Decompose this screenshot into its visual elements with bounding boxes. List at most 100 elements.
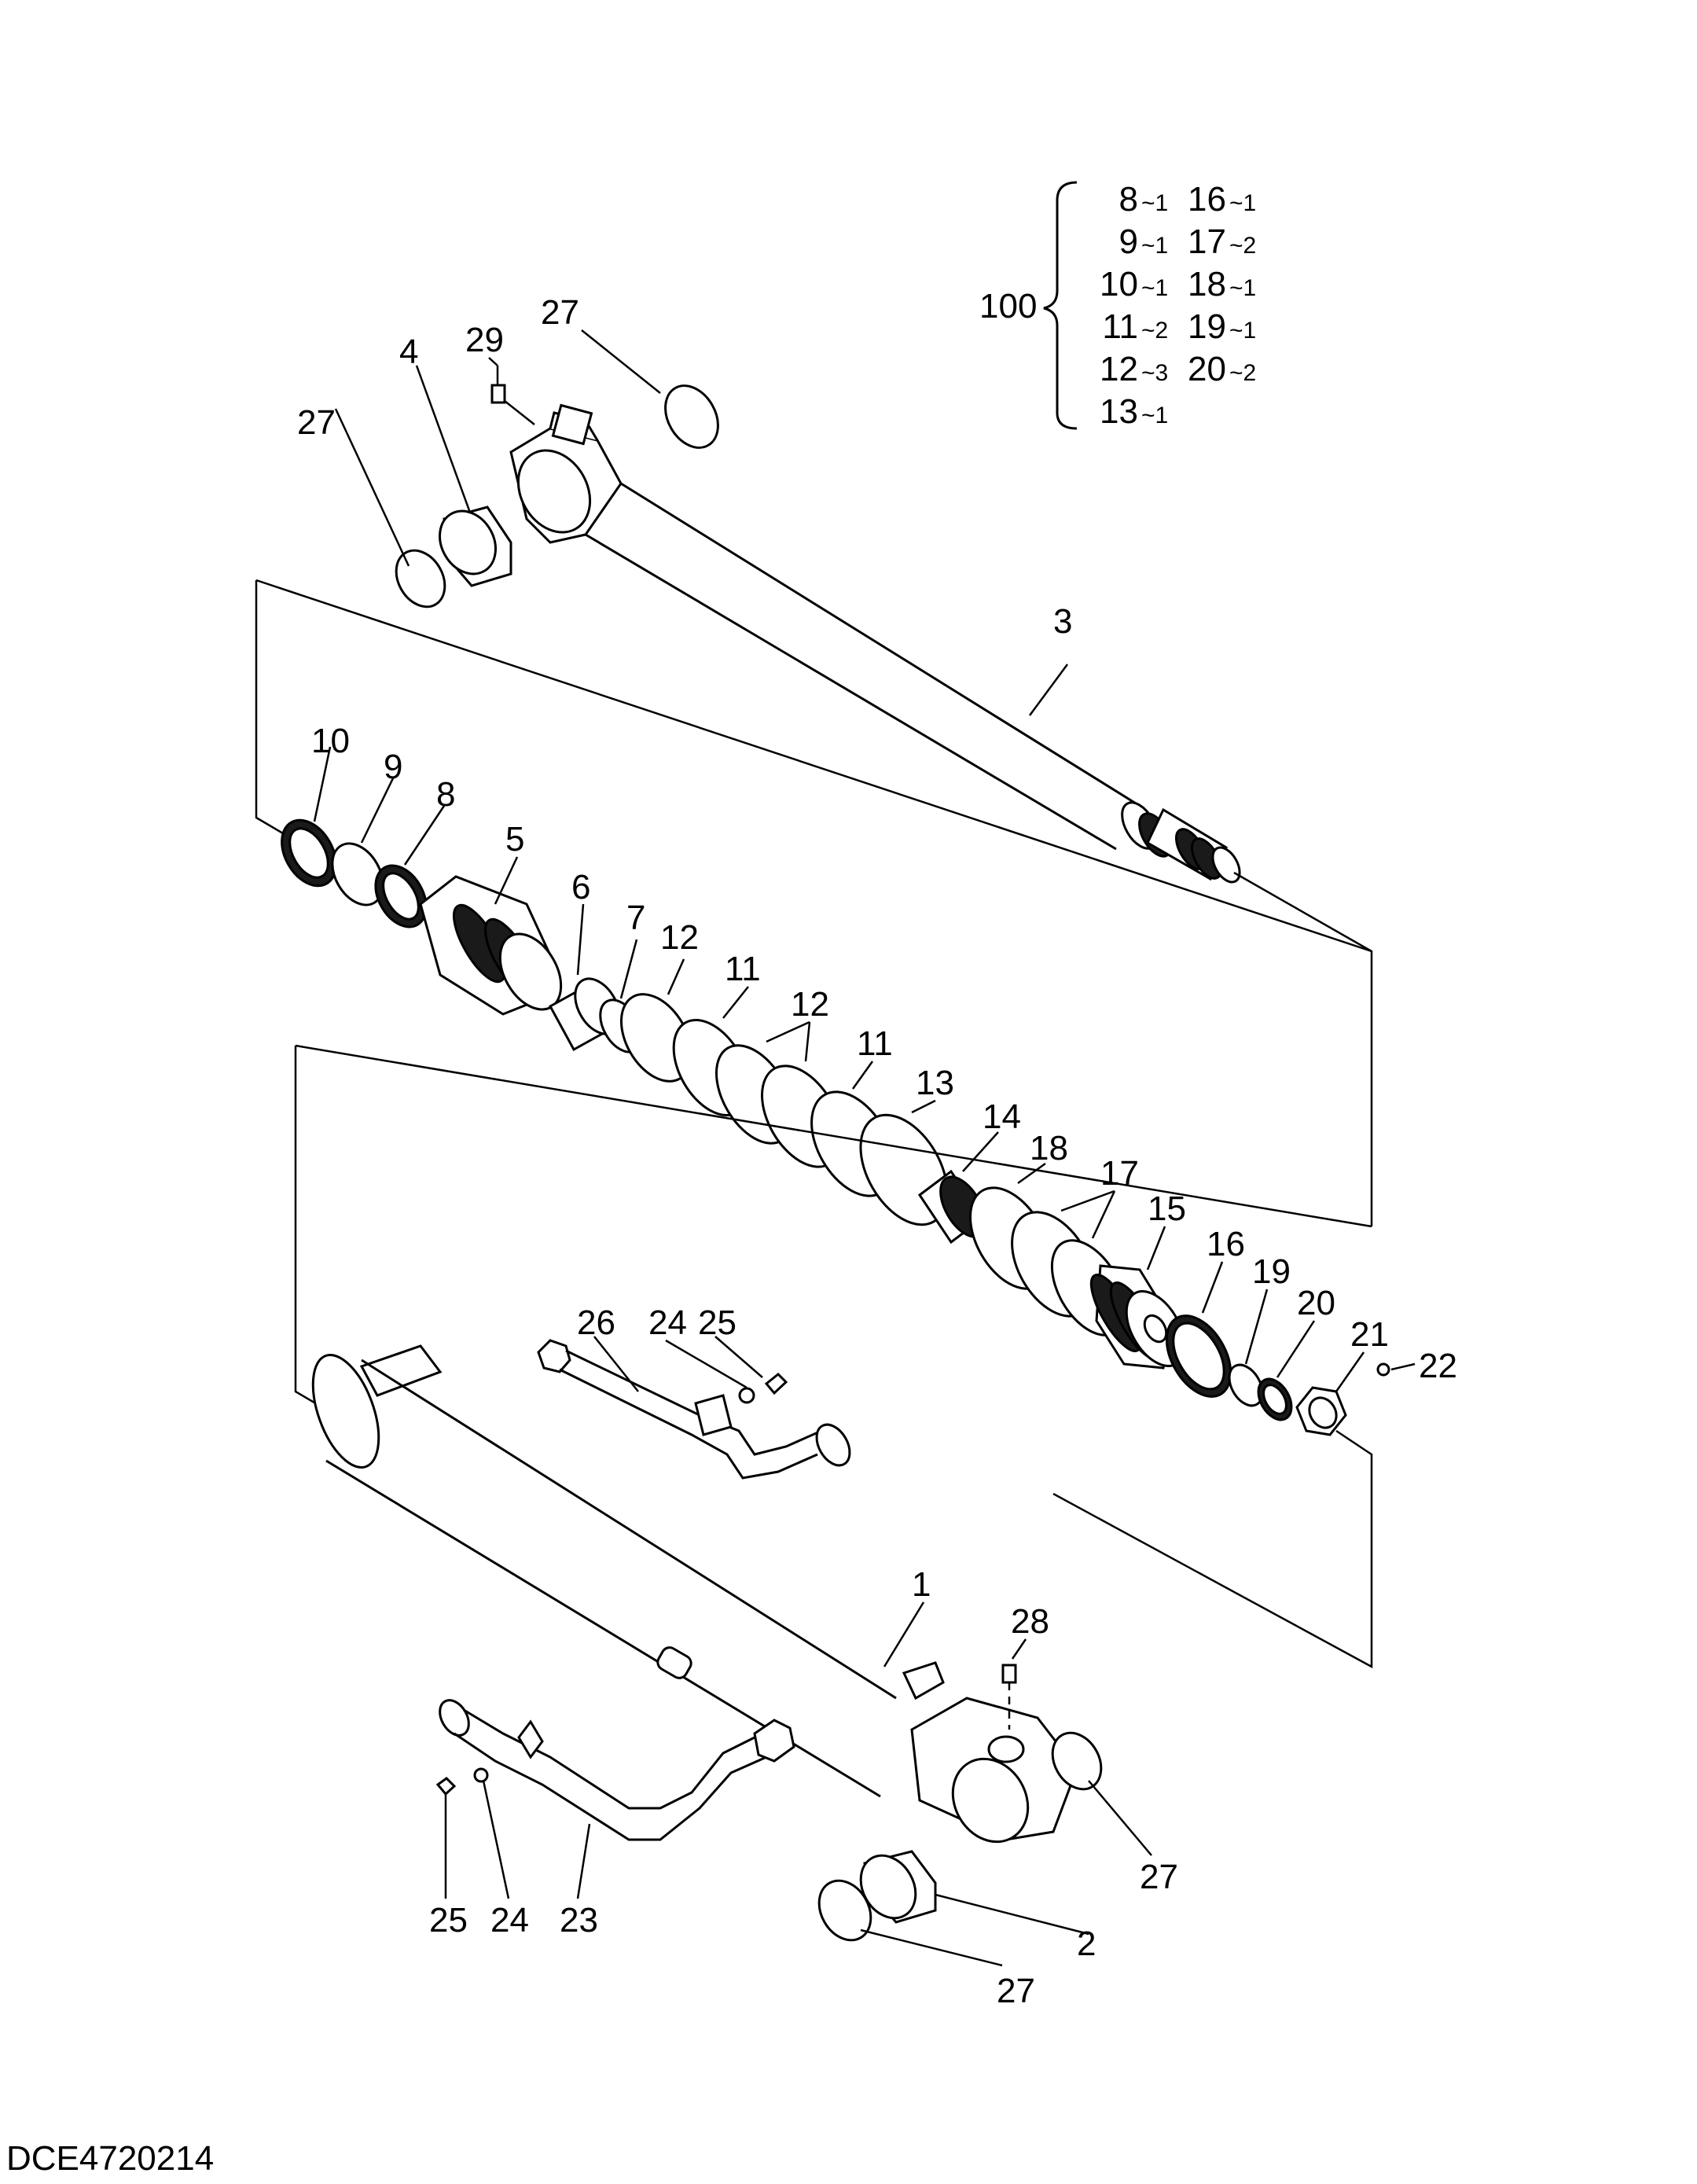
pipe-26-nut — [537, 1339, 571, 1373]
callout-12-a: 12 — [660, 918, 699, 957]
leader-7 — [619, 939, 638, 999]
cylinder-tube-bottom-edge — [325, 1459, 881, 1798]
cylinder-bottom-eye-bore — [951, 1757, 1030, 1844]
pipe-23-nut — [753, 1719, 795, 1763]
callout-29: 29 — [465, 321, 504, 359]
u-ring-8-inner — [382, 872, 420, 921]
rod-eye-grease-block — [551, 403, 593, 446]
callout-20: 20 — [1297, 1284, 1335, 1322]
pipe-26-upper-edge — [565, 1349, 822, 1456]
backup-ring-9 — [331, 842, 384, 906]
cylinder-tube-open-end — [311, 1354, 380, 1469]
rod-tip — [1211, 846, 1241, 884]
cylinder-tube-top-edge — [361, 1359, 897, 1700]
grease-fitting-28 — [1001, 1664, 1017, 1730]
callout-9: 9 — [384, 748, 402, 786]
callout-17: 17 — [1100, 1154, 1139, 1193]
pipe-26-lower-edge — [559, 1368, 818, 1480]
piston-15-bore — [1143, 1314, 1168, 1344]
leader-21 — [1335, 1351, 1365, 1392]
leader-26 — [593, 1336, 639, 1392]
washer-24-upper — [738, 1387, 755, 1404]
pipe-26-clamp — [694, 1394, 733, 1436]
callout-23: 23 — [560, 1901, 598, 1939]
callout-28: 28 — [1011, 1602, 1049, 1641]
leader-25a — [714, 1336, 763, 1378]
fitting-28-body — [1001, 1664, 1017, 1684]
callout-24-upper: 24 — [648, 1303, 687, 1342]
callout-10: 10 — [311, 722, 350, 760]
leader-28 — [1011, 1638, 1027, 1660]
callout-27-bottom-right: 27 — [1140, 1858, 1178, 1896]
washer-24-lower — [473, 1767, 489, 1783]
kit-entry-part: 19 — [1188, 307, 1226, 346]
leader-16 — [1201, 1261, 1224, 1314]
align-rod-end — [1233, 871, 1372, 953]
leader-10 — [313, 746, 332, 822]
kit-entry-qty: ~2 — [1229, 233, 1256, 259]
leader-1 — [883, 1601, 925, 1667]
kit-entry-part: 18 — [1188, 265, 1226, 303]
backup-ring-19 — [1228, 1363, 1264, 1407]
callout-22: 22 — [1419, 1347, 1457, 1385]
leader-17b — [1091, 1190, 1116, 1239]
leader-13 — [911, 1099, 936, 1114]
callout-16: 16 — [1207, 1225, 1245, 1263]
callout-12-b: 12 — [791, 985, 829, 1024]
leader-12b-2 — [804, 1021, 811, 1062]
cylinder-bottom-grease-hole — [987, 1735, 1025, 1763]
kit-entry-part: 13 — [1100, 392, 1138, 431]
callout-1: 1 — [912, 1565, 931, 1604]
align-lower-right — [1052, 1429, 1373, 1669]
kit-entries: 8~19~110~111~212~313~116~117~218~119~120… — [1100, 180, 1256, 431]
fitting-29-line — [504, 400, 535, 425]
callout-15: 15 — [1148, 1189, 1186, 1228]
leader-24b — [482, 1780, 510, 1899]
leader-9 — [360, 778, 395, 844]
callout-27-left: 27 — [297, 403, 336, 442]
kit-number: 100 — [979, 287, 1037, 325]
pipe-23-lower-edge — [454, 1732, 767, 1841]
kit-entry-qty: ~1 — [1141, 190, 1168, 216]
kit-entry-qty: ~2 — [1141, 318, 1168, 344]
leader-29 — [488, 357, 498, 366]
leader-lines — [313, 329, 1416, 1967]
callout-13: 13 — [916, 1064, 954, 1102]
kit-entry-qty: ~1 — [1229, 318, 1256, 344]
rod-edge-bottom — [585, 533, 1117, 851]
leader-18 — [1017, 1162, 1046, 1185]
leader-17a — [1060, 1189, 1115, 1212]
rod-eye-bore — [516, 449, 592, 534]
leader-6 — [576, 903, 585, 976]
cylinder-head-group — [281, 818, 563, 1016]
kit-entry-qty: ~1 — [1141, 275, 1168, 301]
piston-rod-assembly — [509, 403, 1241, 884]
seal-rings-group — [548, 977, 949, 1226]
leader-27-bottom-right — [1088, 1780, 1152, 1856]
cylinder-tube-boss — [656, 1646, 692, 1679]
kit-entry-qty: ~3 — [1141, 360, 1168, 386]
callout-19: 19 — [1252, 1252, 1291, 1291]
callout-25-lower: 25 — [429, 1901, 468, 1939]
leader-27-bottom-left — [860, 1928, 1003, 1967]
leader-27-left — [334, 408, 410, 567]
callout-21: 21 — [1350, 1315, 1389, 1354]
callout-18: 18 — [1030, 1129, 1068, 1167]
callout-labels: 27 29 4 27 3 10 9 8 5 6 7 12 11 12 11 13… — [297, 293, 1457, 2010]
kit-entry-qty: ~1 — [1141, 403, 1168, 428]
kit-entry-part: 8 — [1119, 180, 1138, 219]
callout-14: 14 — [983, 1098, 1021, 1136]
callout-26: 26 — [577, 1303, 615, 1342]
rod-edge-top — [620, 482, 1141, 807]
callout-8: 8 — [436, 775, 455, 814]
pipe-23-group — [435, 1699, 795, 1841]
piston-group — [917, 1169, 1390, 1436]
callout-11-b: 11 — [857, 1024, 893, 1063]
bottom-bushing-group — [817, 1731, 1103, 1942]
grease-fitting-29 — [490, 366, 535, 425]
seal-ring-27-bottom-left — [817, 1879, 872, 1942]
kit-entry-qty: ~1 — [1229, 190, 1256, 216]
o-ring-20-inner — [1262, 1384, 1287, 1415]
leader-8 — [403, 805, 446, 866]
